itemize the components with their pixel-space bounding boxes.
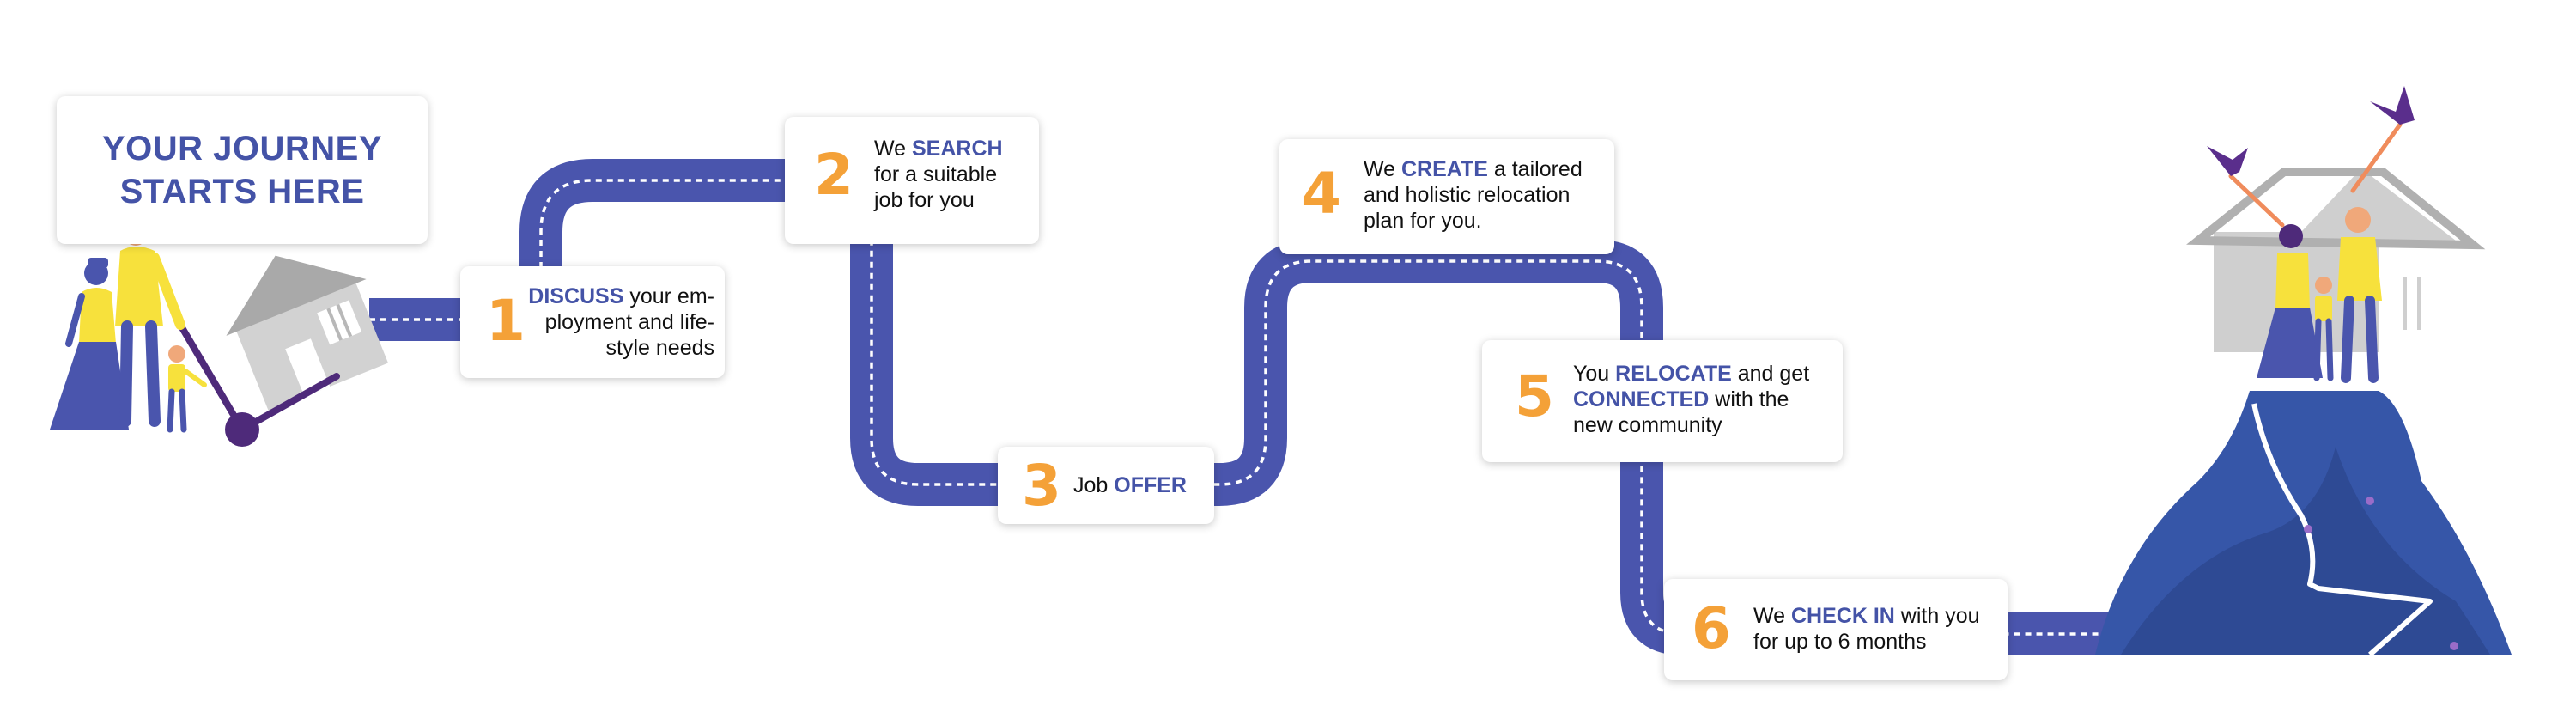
step-2-card: 2 We SEARCH for a suitable job for you	[785, 117, 1039, 244]
step-2-number: 2	[814, 142, 854, 208]
step-3-number: 3	[1022, 453, 1061, 519]
step-1-text: DISCUSS your em- ployment and life- styl…	[528, 284, 714, 360]
step-2-text: We SEARCH for a suitable job for you	[874, 137, 1003, 212]
moving-house-illustration	[177, 255, 389, 447]
title-line-1: YOUR JOURNEY	[101, 130, 383, 168]
title-card: YOUR JOURNEY STARTS HERE	[57, 96, 428, 244]
step-5-number: 5	[1515, 363, 1554, 430]
step-3-text: Job OFFER	[1073, 473, 1187, 497]
step-6-card: 6 We CHECK IN with you for up to 6 month…	[1664, 579, 2008, 680]
step-6-number: 6	[1692, 595, 1731, 661]
road-path	[369, 159, 2112, 655]
celebrating-family-illustration	[2207, 86, 2415, 383]
step-4-card: 4 We CREATE a tailored and holistic relo…	[1279, 139, 1614, 254]
step-5-card: 5 You RELOCATE and get CONNECTED with th…	[1482, 340, 1843, 462]
mountain-illustration	[2095, 391, 2512, 657]
new-home-illustration	[2186, 168, 2486, 352]
step-5-text: You RELOCATE and get CONNECTED with the …	[1573, 362, 1810, 437]
step-4-text: We CREATE a tailored and holistic reloca…	[1364, 157, 1583, 233]
step-3-card: 3 Job OFFER	[998, 447, 1214, 524]
step-4-number: 4	[1302, 161, 1341, 227]
step-1-card: 1 DISCUSS your em- ployment and life- st…	[460, 266, 725, 378]
step-1-number: 1	[486, 288, 526, 354]
step-6-text: We CHECK IN with you for up to 6 months	[1753, 604, 1980, 654]
title-line-2: STARTS HERE	[119, 173, 365, 210]
family-illustration	[50, 222, 207, 433]
